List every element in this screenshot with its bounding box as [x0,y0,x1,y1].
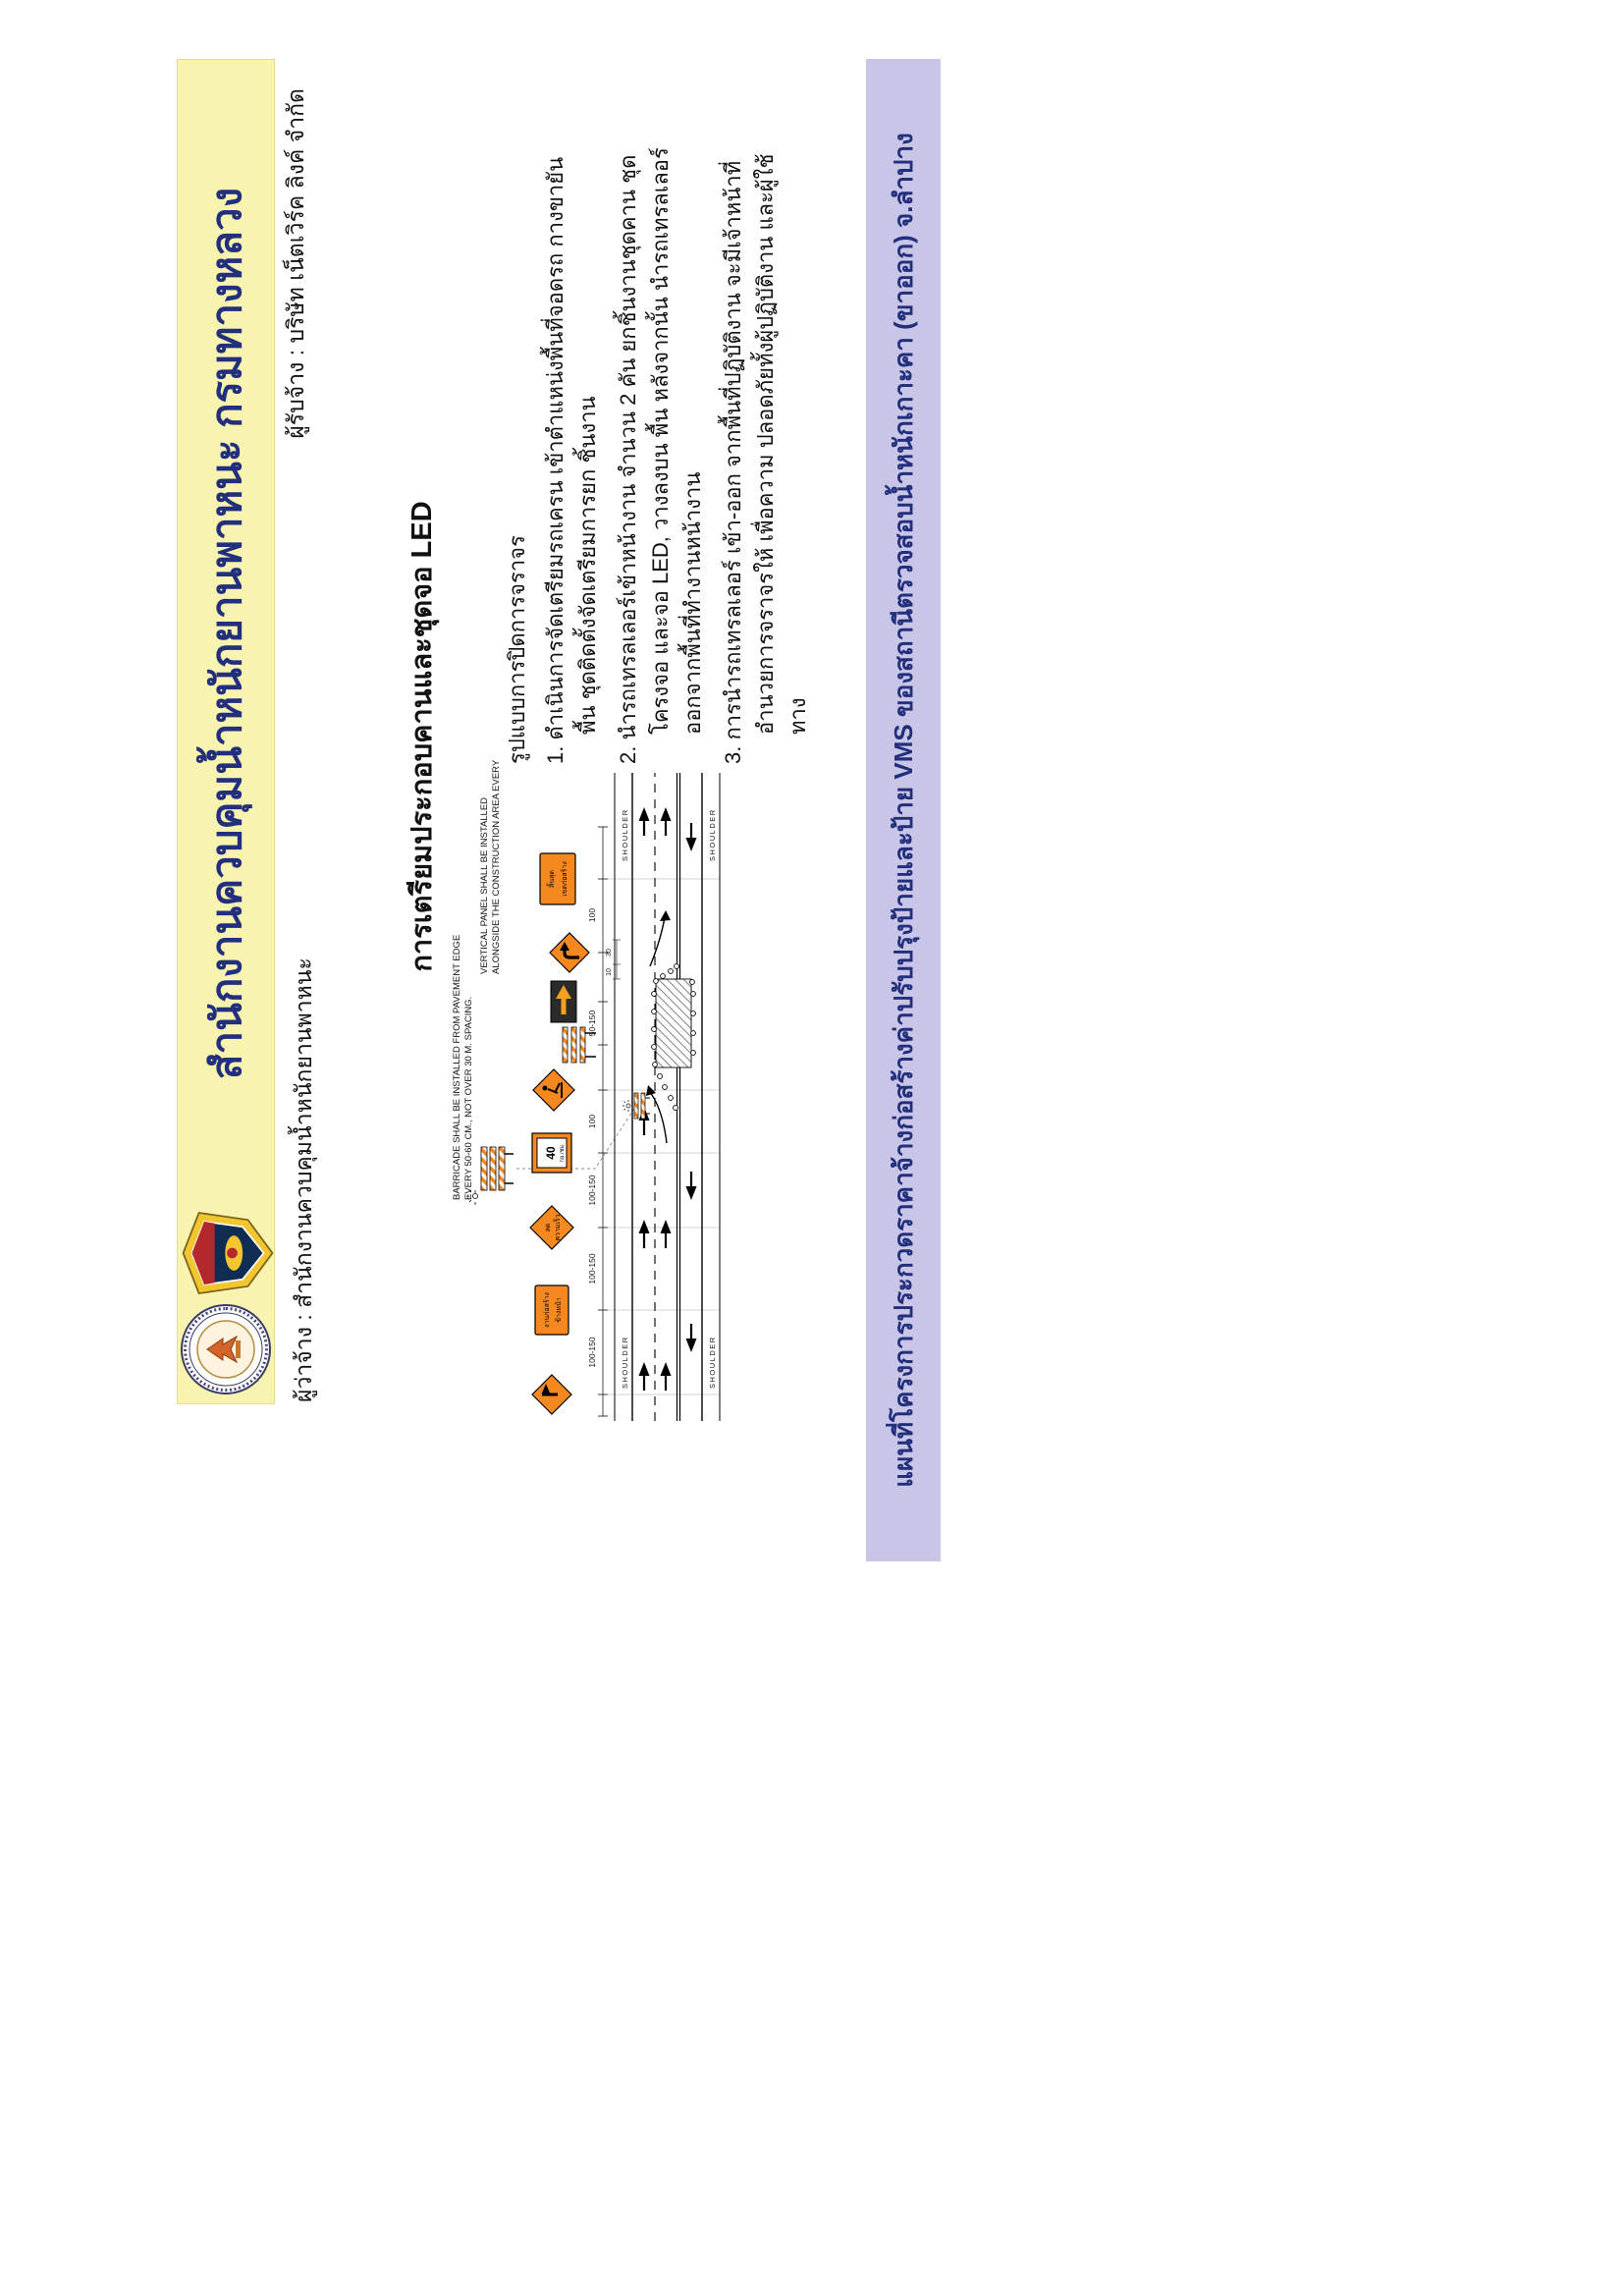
dimension-line: 100-150 100-150 100-150 100 50-150 100 [587,826,608,1417]
header-band: สำนักงานควบคุมน้ำหนักยานพาหนะ กรมทางหลวง [177,59,275,1404]
vertical-panel-note: VERTICAL PANEL SHALL BE INSTALLED ALONGS… [479,687,502,974]
svg-text:ความเร็ว: ความเร็ว [553,1214,562,1240]
procedure-heading: รูปแบบการปิดการจราจร [505,535,529,764]
procedure-block: รูปแบบการปิดการจราจร 1. ดำเนินการจัดเตรี… [501,131,822,764]
shoulder-label: SHOULDER [621,808,629,861]
shoulder-label: SHOULDER [708,1336,717,1389]
lane-shift-path-arrows [646,910,671,1144]
svg-text:30: 30 [606,949,613,957]
speed-limit-40-sign: 40 กม./ชม. [531,1132,572,1174]
flagman-warning-sign-icon [531,1374,572,1415]
dimension-label: 100-150 [587,1337,597,1367]
shoulder-label: SHOULDER [708,808,717,861]
dimension-label: 100 [587,908,597,922]
svg-text:BARRICADE SHALL BE INSTALLED F: BARRICADE SHALL BE INSTALLED FROM PAVEME… [452,935,462,1200]
construction-ahead-sign: งานก่อสร้าง ข้างหน้า [534,1285,569,1336]
traffic-control-diagram: BARRICADE SHALL BE INSTALLED FROM PAVEME… [448,687,866,1436]
weight-control-shield-icon [182,1212,274,1294]
road-work-sign-icon [532,1068,575,1112]
svg-text:งานก่อสร้าง: งานก่อสร้าง [543,1292,551,1328]
procedure-item: 1. ดำเนินการจัดเตรียมรถเครน เข้าตำแหน่งพ… [543,156,600,764]
reduce-speed-sign: ลด ความเร็ว [529,1205,574,1250]
type3-barricade-icon [562,1026,596,1064]
procedure-item: 2. นำรถเทรลเลอร์เข้าหน้างาน จำนวน 2 คัน … [616,147,705,764]
svg-text:10: 10 [606,968,613,976]
traffic-flow-arrows [638,807,697,1391]
svg-text:ALONGSIDE THE CONSTRUCTION ARE: ALONGSIDE THE CONSTRUCTION AREA EVERY 10… [491,758,502,974]
dimension-label: 100-150 [587,1253,597,1284]
taper-dimension: 10 30 [606,939,621,980]
station-lines [608,878,720,1395]
dimension-label: 100 [587,1115,597,1128]
svg-text:ลด: ลด [545,1224,552,1232]
employer-label: ผู้ว่าจ้าง : สำนักงานควบคุมน้ำหนักยานพาห… [291,957,316,1402]
end-construction-sign: สิ้นสุด เขตก่อสร้าง [539,852,576,905]
footer-title: แผนที่โครงการประกวดราคาจ้างก่อสร้างค่าปร… [888,133,918,1488]
barricade-note: BARRICADE SHALL BE INSTALLED FROM PAVEME… [452,935,474,1200]
svg-text:40: 40 [544,1146,558,1160]
arrow-board-sign-icon [550,980,577,1023]
contractor-label: ผู้รับจ้าง : บริษัท เน็ตเวิร์ค ลิงค์ จำก… [283,88,308,439]
roadway: SHOULDER SHOULDER SHOULDER SHOULDER [614,773,721,1421]
dimension-label: 100-150 [587,1175,597,1205]
work-zone-area [655,978,692,1068]
svg-text:กม./ชม.: กม./ชม. [559,1143,566,1162]
svg-text:ข้างหน้า: ข้างหน้า [555,1297,563,1323]
traffic-control-plan-svg: BARRICADE SHALL BE INSTALLED FROM PAVEME… [452,687,721,1421]
lane-shift-sign-icon [549,932,590,973]
footer-band: แผนที่โครงการประกวดราคาจ้างก่อสร้างค่าปร… [866,59,941,1561]
svg-text:VERTICAL PANEL SHALL BE INSTAL: VERTICAL PANEL SHALL BE INSTALLED [479,797,490,974]
department-of-highways-seal-icon [181,1304,271,1394]
section-title: การเตรียมประกอบคานและชุดจอ LED [406,501,438,972]
svg-text:สิ้นสุด: สิ้นสุด [545,870,556,888]
agency-title: สำนักงานควบคุมน้ำหนักยานพาหนะ กรมทางหลวง [203,187,249,1080]
shoulder-label: SHOULDER [621,1336,629,1389]
traffic-cones [651,963,696,1111]
svg-text:EVERY 50-60 CM., NOT OVER 30 M: EVERY 50-60 CM., NOT OVER 30 M. SPACING. [463,997,474,1200]
barricade-illustration-icon [466,1146,514,1205]
taper-barricade-icon [623,1092,650,1120]
svg-text:เขตก่อสร้าง: เขตก่อสร้าง [561,861,568,897]
procedure-item: 3. การนำรถเทรลเลอร์ เข้า-ออก จากพื้นที่ป… [721,153,810,765]
rotated-document: สำนักงานควบคุมน้ำหนักยานพาหนะ กรมทางหลวง… [177,59,943,1561]
dimension-label: 50-150 [587,1010,597,1036]
